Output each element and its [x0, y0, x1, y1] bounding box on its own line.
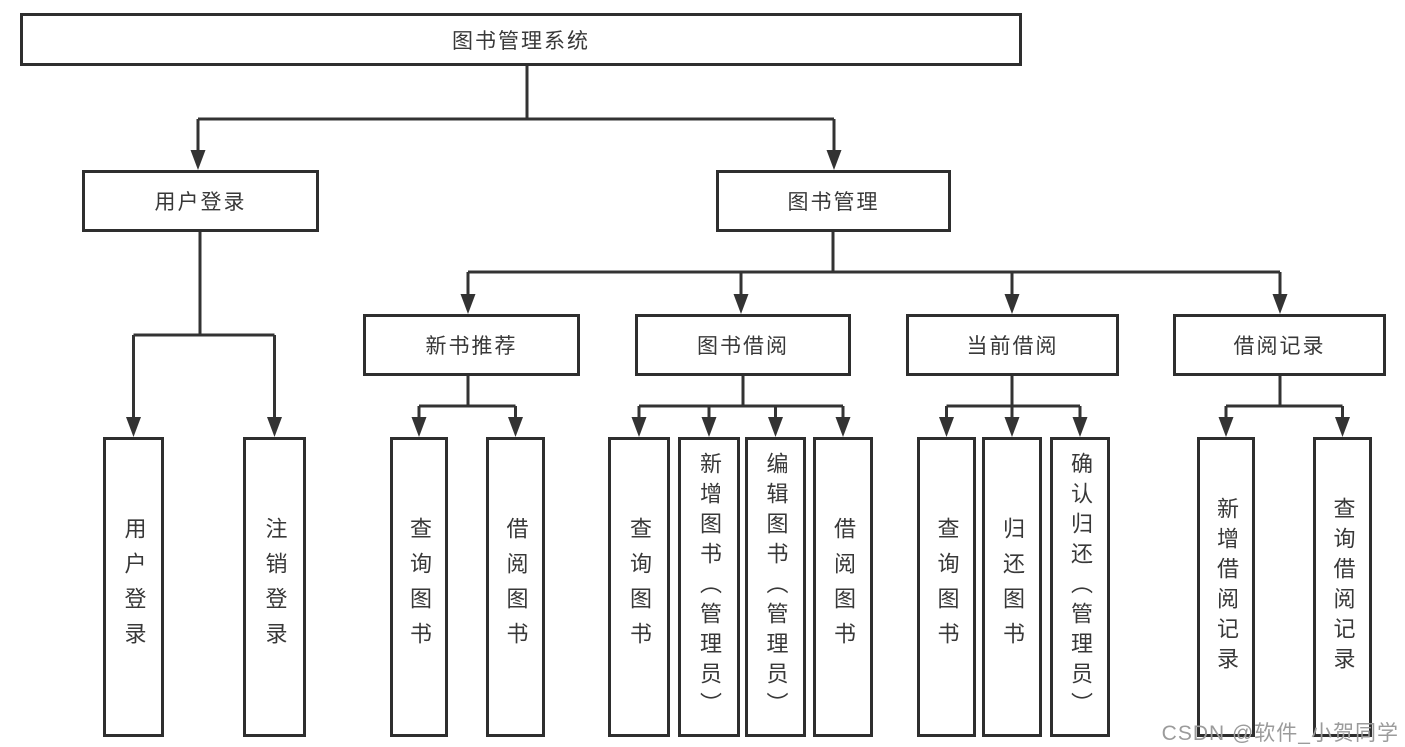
node-label: 查询借阅记录 [1330, 497, 1356, 677]
node-label: 新增借阅记录 [1214, 497, 1239, 677]
node-borrowing-records: 借阅记录 [1173, 314, 1386, 376]
node-label: 当前借阅 [966, 335, 1059, 358]
node-label: 新书推荐 [425, 335, 518, 358]
node-label: 借阅记录 [1233, 335, 1326, 358]
node-label: 图书借阅 [697, 335, 789, 358]
leaf-borrow-books-recommend: 借阅图书 [486, 437, 545, 737]
node-book-borrowing: 图书借阅 [635, 314, 851, 376]
node-label: 用户登录 [121, 517, 147, 657]
node-library-system: 图书管理系统 [20, 13, 1022, 66]
leaf-borrow-books: 借阅图书 [813, 437, 873, 737]
node-label: 借阅图书 [831, 517, 856, 657]
node-new-book-recommend: 新书推荐 [363, 314, 580, 376]
leaf-logout: 注销登录 [243, 437, 306, 737]
leaf-query-books-borrowing: 查询图书 [608, 437, 670, 737]
node-label: 归还图书 [1000, 517, 1025, 657]
node-label: 查询图书 [627, 517, 652, 657]
node-label: 图书管理 [787, 191, 880, 214]
leaf-edit-book-admin: 编辑图书（管理员） [745, 437, 806, 737]
watermark: CSDN @软件_小贺同学 [1161, 722, 1399, 745]
leaf-add-borrow-record: 新增借阅记录 [1197, 437, 1255, 737]
node-current-borrowing: 当前借阅 [906, 314, 1119, 376]
leaf-add-book-admin: 新增图书（管理员） [678, 437, 740, 737]
leaf-query-books-recommend: 查询图书 [390, 437, 448, 737]
arrowhead-icons [126, 150, 1350, 437]
node-user-login: 用户登录 [82, 170, 319, 232]
leaf-return-book: 归还图书 [982, 437, 1042, 737]
leaf-user-login: 用户登录 [103, 437, 164, 737]
node-label: 用户登录 [154, 191, 247, 214]
node-label: 图书管理系统 [452, 29, 590, 53]
node-label: 借阅图书 [503, 517, 529, 657]
node-label: 注销登录 [262, 517, 288, 657]
node-label: 新增图书（管理员） [697, 452, 722, 722]
leaf-query-borrow-record: 查询借阅记录 [1313, 437, 1372, 737]
node-label: 查询图书 [934, 517, 960, 657]
leaf-confirm-return-admin: 确认归还（管理员） [1050, 437, 1110, 737]
leaf-query-books-current: 查询图书 [917, 437, 976, 737]
node-book-management: 图书管理 [716, 170, 951, 232]
node-label: 查询图书 [407, 517, 432, 657]
node-label: 编辑图书（管理员） [763, 452, 789, 722]
node-label: 确认归还（管理员） [1068, 452, 1093, 722]
